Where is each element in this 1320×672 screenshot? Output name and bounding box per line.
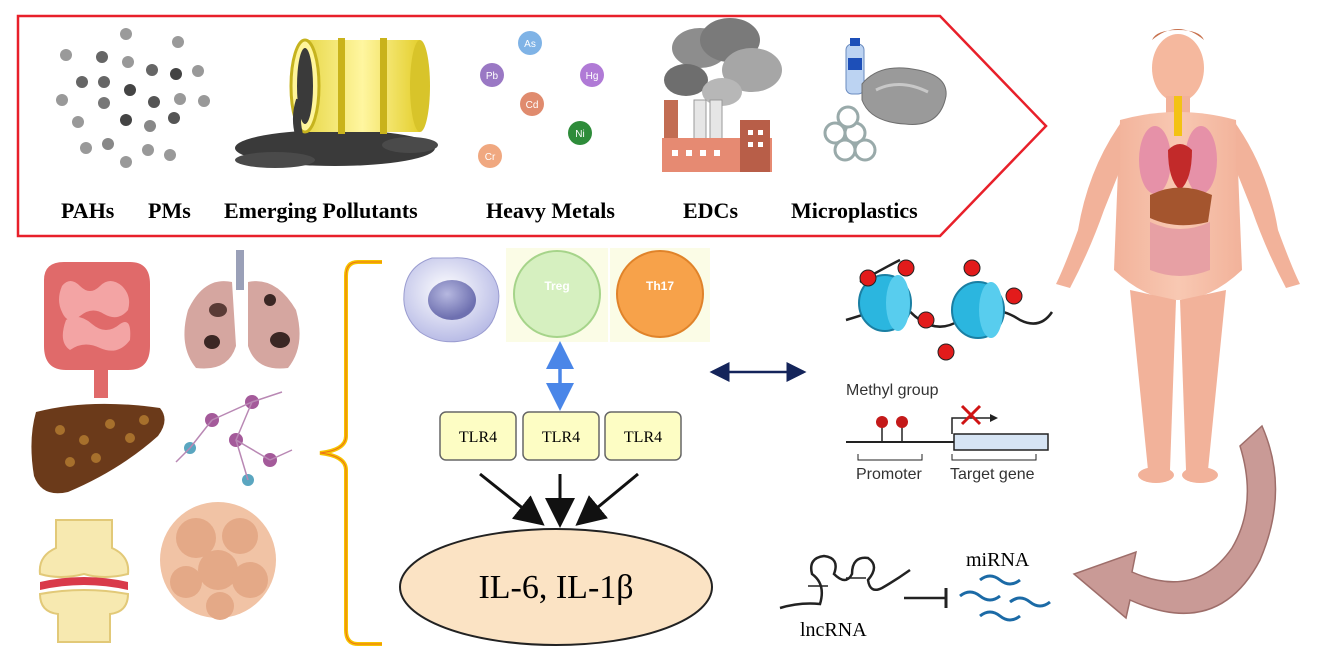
liver-icon — [31, 403, 165, 494]
treg-label: Treg — [544, 279, 569, 293]
metal-label: Pb — [486, 71, 499, 82]
mirna-icon — [959, 574, 1051, 622]
tlr4-box — [439, 411, 517, 461]
oil-barrel-icon — [235, 38, 438, 168]
th17-cell — [616, 250, 704, 338]
curved-return-arrow — [1072, 424, 1277, 620]
lncrna-icon — [779, 554, 911, 610]
tlr4-label: TLR4 — [624, 429, 662, 446]
microplastics-icon — [823, 38, 947, 162]
label-heavy-metals: Heavy Metals — [486, 198, 615, 223]
metal-label: As — [524, 39, 536, 50]
tlr4-label: TLR4 — [459, 429, 497, 446]
cytokine-ellipse — [399, 528, 713, 646]
target-gene-label: Target gene — [950, 466, 1035, 483]
heavy-metals-icon: As Pb Hg Cd Ni Cr — [478, 31, 604, 168]
th17-label: Th17 — [646, 279, 674, 293]
label-edcs: EDCs — [683, 198, 738, 223]
tumor-cells-icon — [160, 502, 276, 620]
nucleosome-dna-icon — [845, 258, 1054, 361]
pahs-pms-particles-icon — [56, 28, 210, 168]
yellow-bracket — [319, 260, 382, 646]
arrow-tlr4-right — [575, 472, 639, 526]
label-microplastics: Microplastics — [791, 198, 918, 223]
label-pahs: PAHs — [61, 198, 115, 223]
cytokine-label: IL-6, IL-1β — [478, 569, 633, 606]
tlr4-box — [522, 411, 600, 461]
intestine-icon — [44, 262, 150, 398]
mirna-label: miRNA — [966, 549, 1030, 571]
human-body-icon — [1056, 29, 1300, 483]
knee-joint-icon — [38, 519, 130, 643]
label-pms: PMs — [148, 198, 191, 223]
promoter-label: Promoter — [856, 466, 922, 483]
metal-label: Ni — [575, 129, 584, 140]
lncrna-label: lncRNA — [800, 619, 867, 641]
neurons-icon — [175, 391, 293, 486]
lungs-icon — [184, 250, 300, 369]
macrophage-icon — [403, 257, 500, 343]
label-emerging-pollutants: Emerging Pollutants — [224, 198, 418, 223]
arrow-tlr4-left — [479, 472, 545, 526]
factory-smoke-icon — [662, 18, 782, 172]
metal-label: Cd — [526, 100, 539, 111]
tlr4-box — [604, 411, 682, 461]
treg-cell — [513, 250, 601, 338]
pollutant-arrow-banner — [16, 14, 1048, 238]
promoter-gene-icon — [846, 404, 1049, 461]
metal-label: Cr — [485, 152, 496, 163]
methyl-group-label: Methyl group — [846, 382, 939, 399]
metal-label: Hg — [586, 71, 599, 82]
tlr4-label: TLR4 — [542, 429, 580, 446]
